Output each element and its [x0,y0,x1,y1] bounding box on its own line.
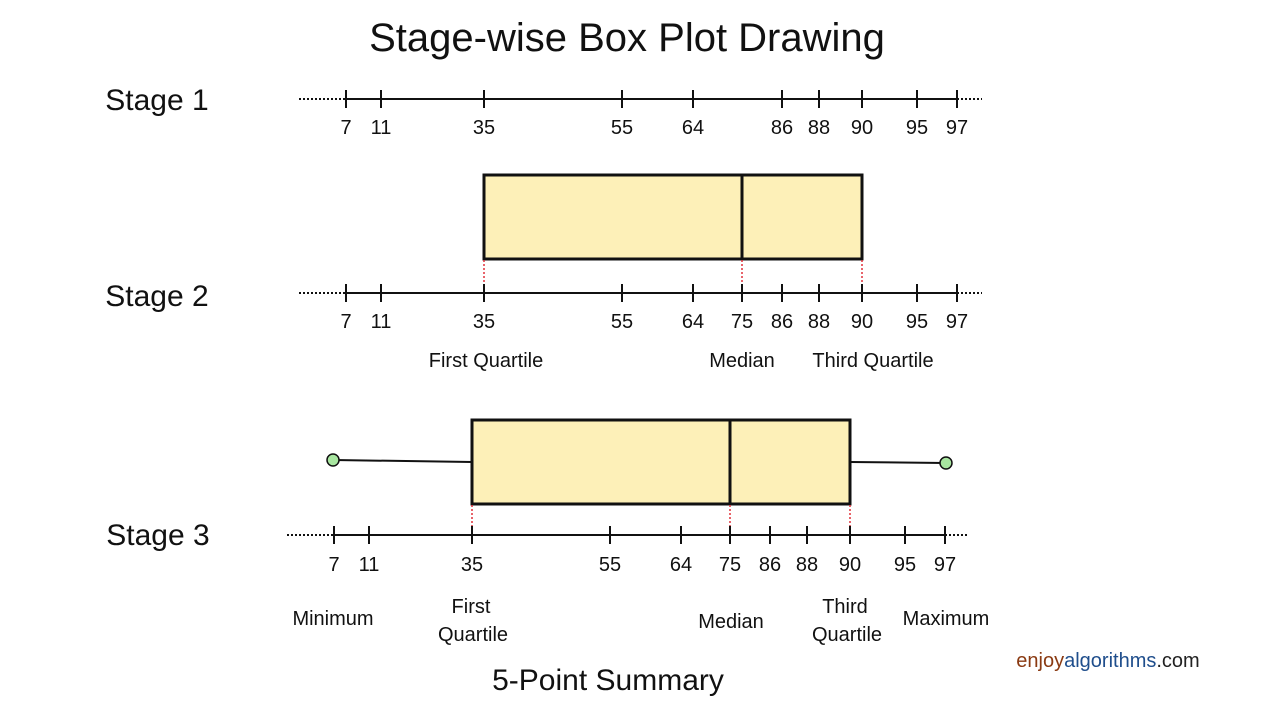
stage-3-maximum-label: Maximum [903,608,990,630]
tick-label-35: 35 [473,117,495,139]
tick-label-7: 7 [328,554,339,576]
tick-label-75: 75 [731,311,753,333]
tick-label-11: 11 [371,117,392,139]
stage-1-label: Stage 1 [105,84,208,117]
tick-label-95: 95 [906,117,928,139]
brand-part-enjoy: enjoy [1016,650,1064,672]
tick-label-88: 88 [808,311,830,333]
five-point-summary-caption: 5-Point Summary [492,664,724,697]
tick-label-35: 35 [473,311,495,333]
tick-label-86: 86 [771,311,793,333]
tick-label-64: 64 [682,311,704,333]
stage-2-label: Stage 2 [105,280,208,313]
tick-label-90: 90 [851,311,873,333]
maximum-point [939,456,953,470]
tick-label-64: 64 [670,554,692,576]
brand-part-algorithms: algorithms [1064,650,1156,672]
tick-label-86: 86 [759,554,781,576]
stage-1-number-line: 7 11 35 55 64 86 88 90 95 97 [299,90,982,139]
tick-label-11: 11 [359,554,380,576]
brand-watermark: enjoyalgorithms.com [1016,650,1199,672]
whisker-left [333,459,473,463]
tick-label-11: 11 [371,311,392,333]
tick-label-75: 75 [719,554,741,576]
stage-3-first-quartile-label-line1: First [452,596,491,618]
stage-2-third-quartile-label: Third Quartile [812,350,933,372]
box-iqr [482,173,864,261]
tick-label-97: 97 [946,117,968,139]
tick-label-35: 35 [461,554,483,576]
tick-label-86: 86 [771,117,793,139]
minimum-point [326,453,340,467]
tick-label-55: 55 [611,311,633,333]
stage-3-third-quartile-label-line2: Quartile [812,624,882,646]
tick-label-7: 7 [340,117,351,139]
tick-label-97: 97 [946,311,968,333]
diagram-title: Stage-wise Box Plot Drawing [369,16,885,60]
stage-3-minimum-label: Minimum [292,608,373,630]
stage-3-box-plot: 7 11 35 55 64 75 86 88 90 95 97 [287,418,968,576]
tick-label-64: 64 [682,117,704,139]
brand-part-com: .com [1156,650,1199,672]
tick-label-55: 55 [599,554,621,576]
tick-label-55: 55 [611,117,633,139]
tick-label-90: 90 [851,117,873,139]
stage-2-median-label: Median [709,350,775,372]
stage-2-box-plot: 7 11 35 55 64 75 86 88 90 95 97 [299,173,982,333]
tick-label-97: 97 [934,554,956,576]
stage-2-first-quartile-label: First Quartile [429,350,543,372]
whisker-right [849,461,946,464]
stage-3-label: Stage 3 [106,519,209,552]
tick-label-95: 95 [906,311,928,333]
tick-label-88: 88 [808,117,830,139]
tick-label-95: 95 [894,554,916,576]
tick-label-88: 88 [796,554,818,576]
tick-label-7: 7 [340,311,351,333]
box-iqr [470,418,852,506]
tick-label-90: 90 [839,554,861,576]
stage-3-median-label: Median [698,611,764,633]
stage-3-first-quartile-label-line2: Quartile [438,624,508,646]
stage-3-third-quartile-label-line1: Third [822,596,868,618]
